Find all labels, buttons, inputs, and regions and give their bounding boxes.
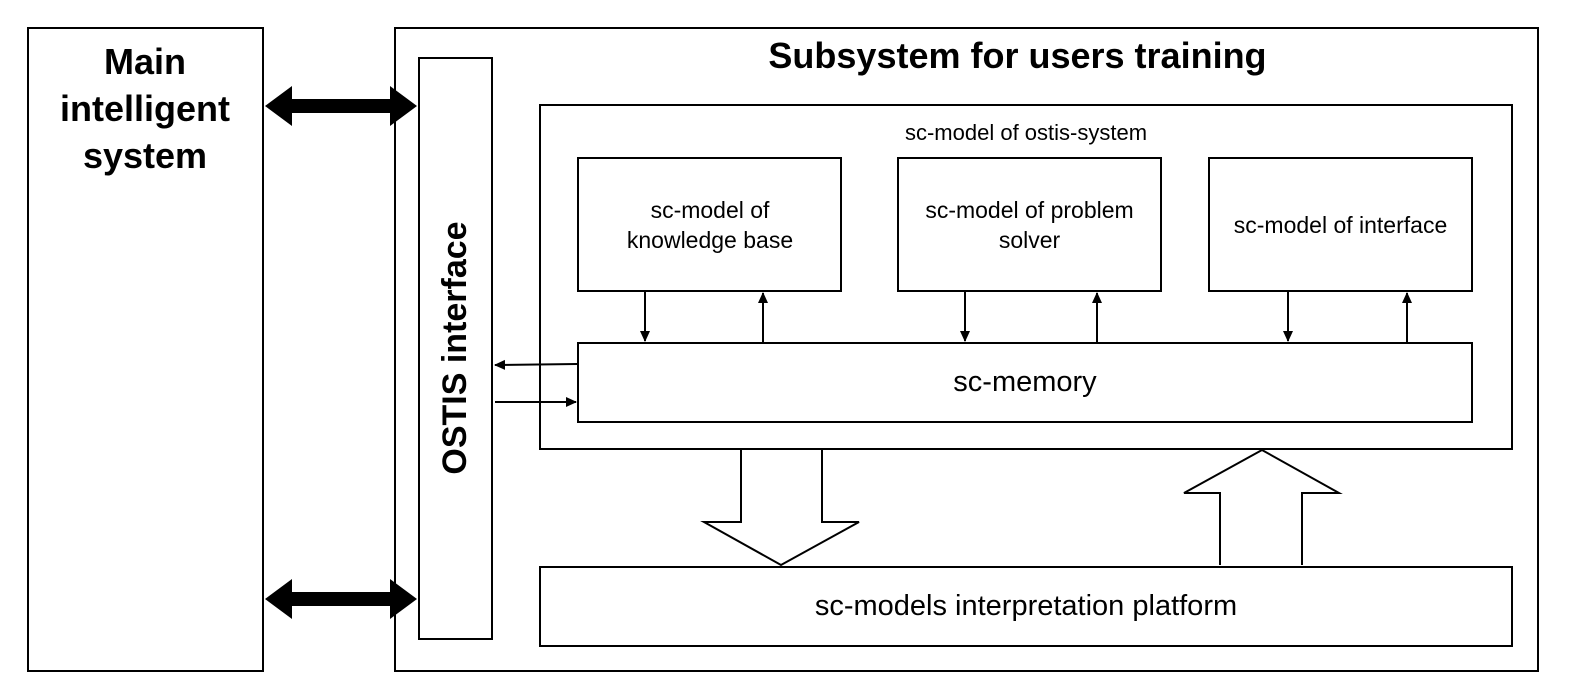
- top-bidirectional-arrow: [265, 86, 417, 126]
- problem-solver-label: sc-model of problem solver: [925, 196, 1134, 253]
- knowledge-base-box: [577, 157, 842, 292]
- platform-label: sc-models interpretation platform: [814, 590, 1238, 622]
- subsystem-title: Subsystem for users training: [768, 35, 1267, 76]
- main-intelligent-system-box: [27, 27, 264, 672]
- interface-model-label: sc-model of interface: [1233, 211, 1448, 238]
- down-block-arrow: [700, 450, 860, 567]
- sc-memory-label: sc-memory: [953, 366, 1097, 398]
- sc-memory-box: [577, 342, 1473, 423]
- ostis-interface-box: [418, 57, 493, 640]
- memory-to-ostis-arrow: [494, 359, 578, 370]
- sc-model-title: sc-model of ostis-system: [904, 120, 1148, 145]
- up-block-arrow: [1183, 448, 1343, 565]
- bottom-bidirectional-arrow: [265, 579, 417, 619]
- problem-solver-box: [897, 157, 1162, 292]
- knowledge-base-label: sc-model of knowledge base: [626, 196, 794, 253]
- interface-model-box: [1208, 157, 1473, 292]
- main-intelligent-system-label: Main intelligent system: [60, 40, 230, 176]
- platform-box: [539, 566, 1513, 647]
